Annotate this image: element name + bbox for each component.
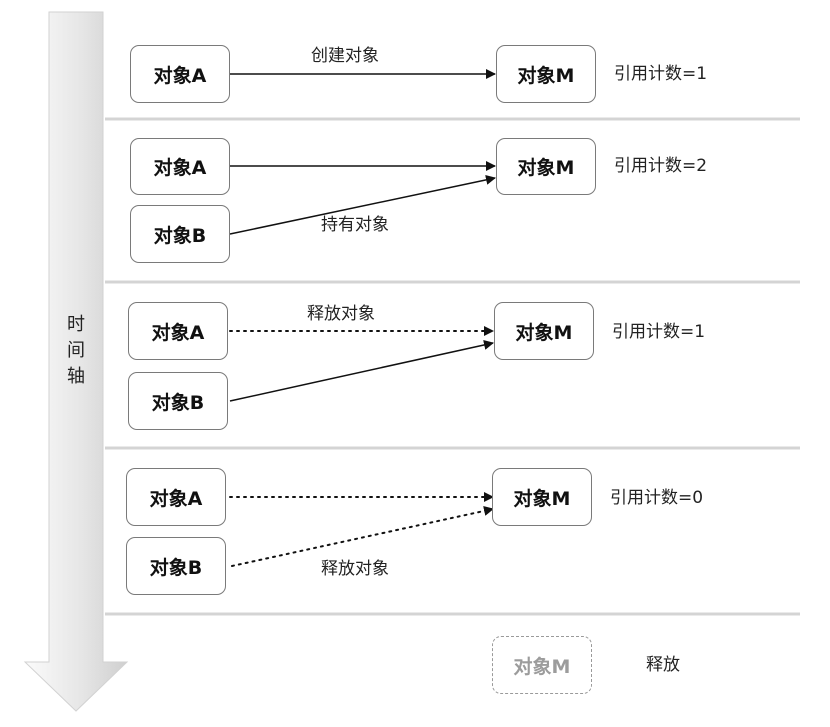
edge-label-create: 创建对象 <box>311 46 379 66</box>
object-m-box: 对象M <box>496 45 596 103</box>
object-b-box: 对象B <box>128 372 228 430</box>
object-a-box: 对象A <box>128 302 228 360</box>
object-b-box: 对象B <box>130 205 230 263</box>
time-axis-label-char: 轴 <box>67 366 85 387</box>
time-axis-label: 时 间 轴 <box>60 312 92 390</box>
object-a-box: 对象A <box>126 468 226 526</box>
edge-label-hold: 持有对象 <box>321 215 389 235</box>
time-axis-label-char: 时 <box>67 314 85 335</box>
object-a-box: 对象A <box>130 45 230 103</box>
released-object-m-box: 对象M <box>492 636 592 694</box>
edge-b-to-m-stage-3 <box>229 340 494 402</box>
object-m-box: 对象M <box>492 468 592 526</box>
ref-count-label: 引用计数=1 <box>612 322 706 342</box>
time-axis-arrow <box>23 11 129 712</box>
edge-label-release: 释放对象 <box>307 304 375 324</box>
ref-count-label: 引用计数=2 <box>614 156 708 176</box>
edge-label-release: 释放对象 <box>321 559 389 579</box>
ref-count-label: 引用计数=1 <box>614 64 708 84</box>
edge-b-to-m-stage-2 <box>229 174 496 235</box>
object-m-box: 对象M <box>496 138 596 195</box>
object-m-box: 对象M <box>494 302 594 360</box>
object-b-box: 对象B <box>126 537 226 595</box>
object-a-box: 对象A <box>130 138 230 195</box>
edge-b-to-m-stage-4 <box>231 506 494 567</box>
released-state-label: 释放 <box>646 655 680 675</box>
ref-count-label: 引用计数=0 <box>610 488 704 508</box>
time-axis-label-char: 间 <box>67 340 85 361</box>
